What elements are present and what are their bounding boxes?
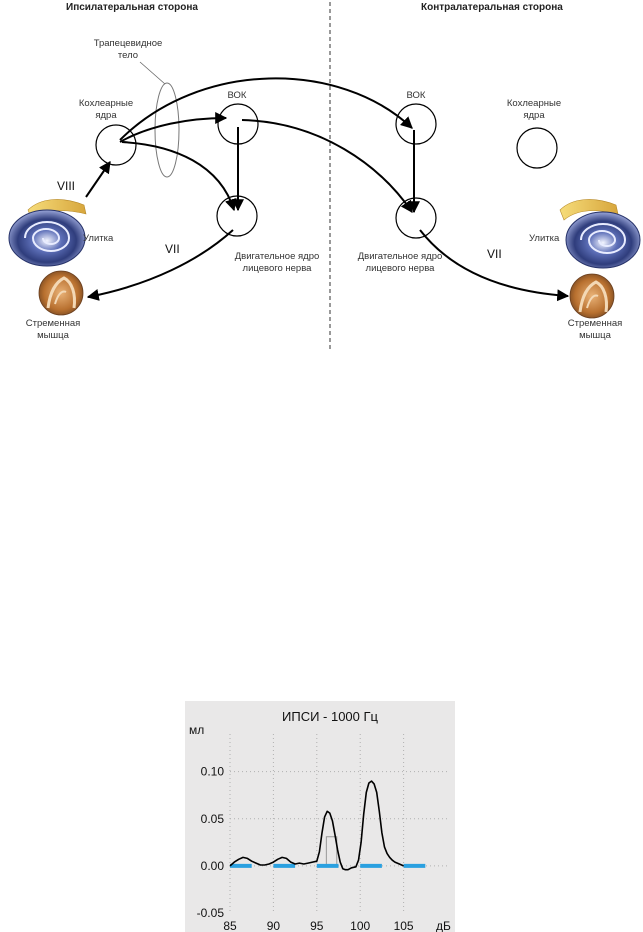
trapezoid-label-line2: тело (118, 50, 138, 61)
chart-grid (229, 734, 447, 913)
chart-title: ИПСИ - 1000 Гц (282, 709, 379, 724)
cochlear-nuclei-right-label-line1: Кохлеарные (507, 98, 561, 109)
y-tick-label: 0.05 (201, 812, 225, 826)
arrow-vok-left-to-facial-right (241, 119, 413, 213)
chart-xlabel: дБ (436, 919, 451, 932)
stapedius-right-label-line2: мышца (579, 330, 611, 341)
x-tick-label: 105 (394, 919, 414, 932)
reference-box (325, 836, 338, 866)
reflex-chart: ИПСИ - 1000 Гц мл дБ 0.10 0.05 0.00 -0.05 8… (189, 709, 451, 932)
vok-right-label: ВОК (407, 90, 426, 101)
x-tick-label: 100 (350, 919, 370, 932)
arrow-cochlear-to-facial-left (121, 141, 237, 212)
cochlea-right-label: Улитка (529, 233, 560, 244)
facial-nucleus-left-label-line2: лицевого нерва (243, 263, 313, 274)
chart-ylabel: мл (189, 723, 204, 737)
arrow-cochlear-to-vok-left (119, 112, 228, 143)
arrow-facial-left-to-stapedius-left (86, 229, 234, 301)
facial-nucleus-left-label-line1: Двигательное ядро (235, 251, 320, 262)
y-tick-label: -0.05 (197, 906, 225, 920)
chart-y-ticks: 0.10 0.05 0.00 -0.05 (197, 765, 225, 920)
contralateral-header: Контралатеральная сторона (421, 2, 563, 13)
chart-reference-layer (325, 836, 338, 866)
cochlear-nuclei-left-label-line1: Кохлеарные (79, 98, 133, 109)
stapedius-right-label-line1: Стременная (568, 318, 623, 329)
stapedius-left-icon (38, 270, 84, 316)
chart-curve-layer (229, 780, 404, 871)
chart-x-ticks: 85 90 95 100 105 (223, 919, 414, 932)
stapedius-left-label-line1: Стременная (26, 318, 81, 329)
arrow-cochlear-to-vok-right (119, 77, 413, 141)
cochlea-left-label: Улитка (83, 233, 114, 244)
nerve-viii-label: VIII (57, 179, 75, 193)
facial-nucleus-right-label-line1: Двигательное ядро (358, 251, 443, 262)
acoustic-reflex-diagram: Ипсилатеральная сторона Контралатеральна… (8, 2, 641, 350)
vok-right-circle (395, 103, 437, 145)
reflex-chart-panel: ИПСИ - 1000 Гц мл дБ 0.10 0.05 0.00 -0.05 8… (185, 701, 455, 932)
trapezoid-pointer (139, 61, 166, 85)
y-tick-label: 0.10 (201, 765, 225, 779)
x-tick-label: 90 (267, 919, 281, 932)
ipsilateral-header: Ипсилатеральная сторона (66, 2, 198, 13)
arrow-facial-right-to-stapedius-right (419, 229, 570, 302)
x-tick-label: 85 (223, 919, 237, 932)
stapedius-left-label-line2: мышца (37, 330, 69, 341)
vok-left-label: ВОК (228, 90, 247, 101)
nerve-vii-right-label: VII (487, 247, 502, 261)
nerve-vii-left-label: VII (165, 242, 180, 256)
cochlea-right-icon (559, 199, 641, 269)
cochlear-nuclei-right-circle (516, 127, 558, 169)
cochlear-nuclei-left-label-line2: ядра (95, 110, 117, 121)
reflex-curve (229, 780, 404, 871)
facial-nucleus-right-label-line2: лицевого нерва (366, 263, 436, 274)
cochlea-left-icon (8, 199, 87, 267)
facial-nucleus-right-circle (395, 197, 437, 239)
stapedius-right-icon (569, 273, 615, 319)
trapezoid-body-ellipse (154, 82, 180, 178)
y-tick-label: 0.00 (201, 859, 225, 873)
trapezoid-label-line1: Трапецевидное (94, 38, 163, 49)
x-tick-label: 95 (310, 919, 324, 932)
cochlear-nuclei-right-label-line2: ядра (523, 110, 545, 121)
arrow-viii-to-cochlear (85, 161, 111, 198)
